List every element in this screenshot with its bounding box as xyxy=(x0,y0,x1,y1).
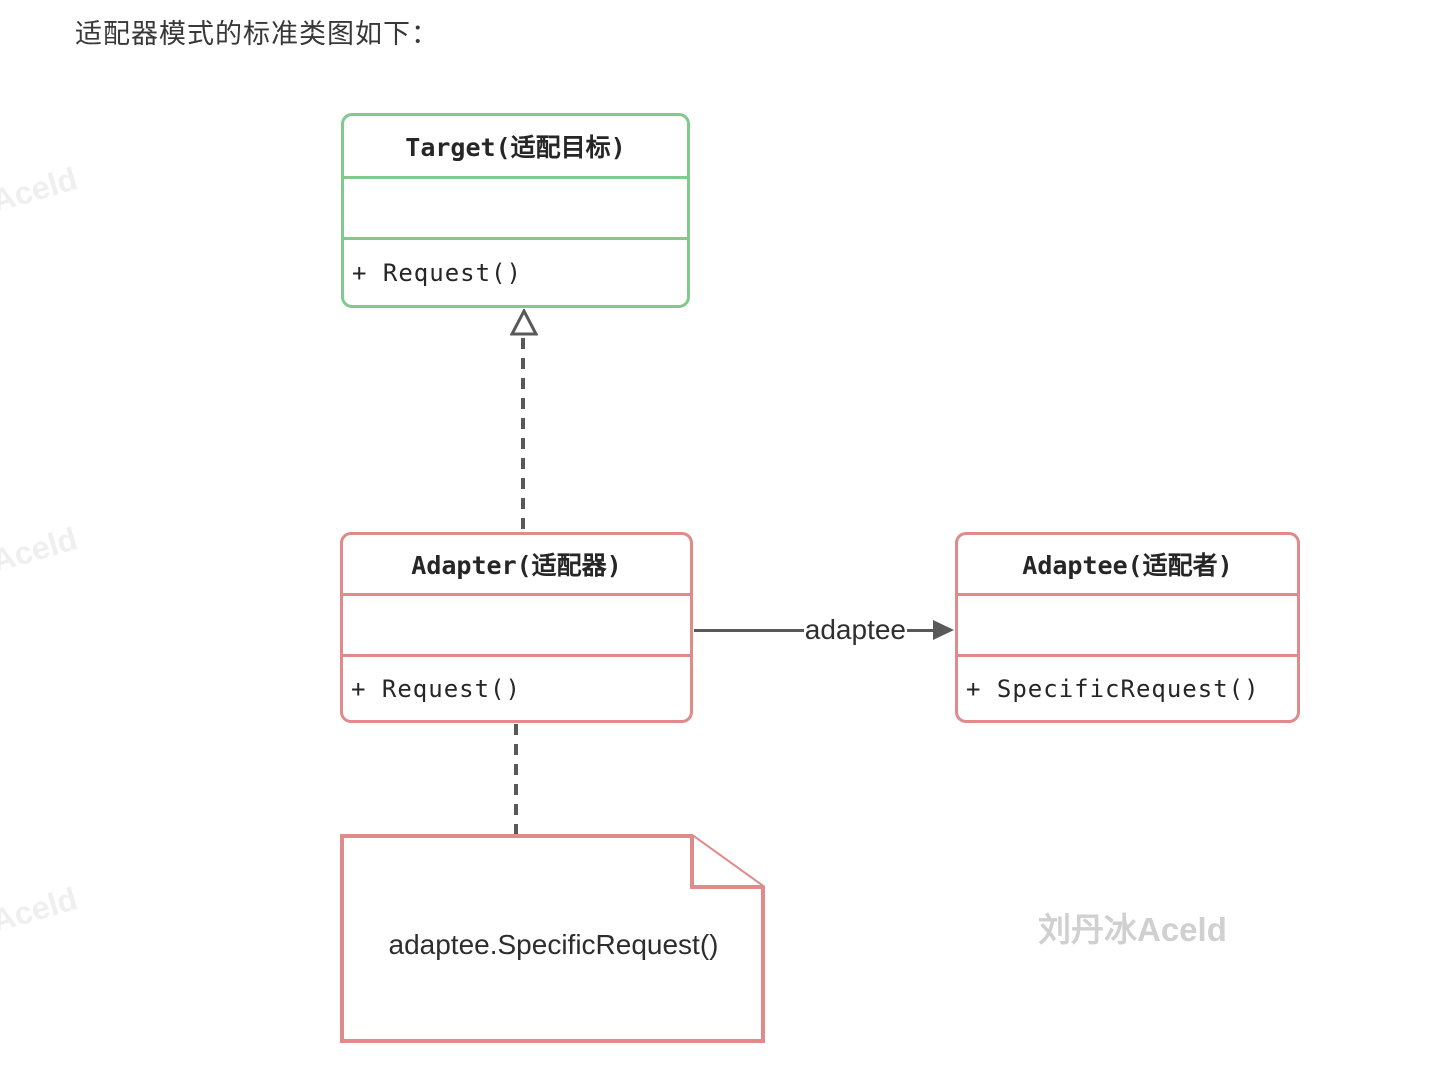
class-name-adapter: Adapter(适配器) xyxy=(411,551,622,580)
class-attributes-adapter xyxy=(343,593,690,657)
class-box-adaptee: Adaptee(适配者) + SpecificRequest() xyxy=(955,532,1300,723)
watermark-edge: 刘丹冰Aceld xyxy=(0,880,82,966)
realization-dashed-line xyxy=(521,338,525,532)
class-methods-adaptee: + SpecificRequest() xyxy=(966,674,1260,703)
watermark-edge: 刘丹冰Aceld xyxy=(0,520,82,606)
association-line xyxy=(907,628,933,632)
watermark-author: 刘丹冰Aceld xyxy=(1038,911,1227,948)
class-methods-target: + Request() xyxy=(352,258,522,287)
note-box: adaptee.SpecificRequest() xyxy=(340,834,767,1045)
class-name-adaptee: Adaptee(适配者) xyxy=(1022,551,1233,580)
class-box-target: Target(适配目标) + Request() xyxy=(341,113,690,308)
class-attributes-target xyxy=(344,176,687,240)
class-box-adapter: Adapter(适配器) + Request() xyxy=(340,532,693,723)
class-name-target: Target(适配目标) xyxy=(405,133,626,162)
note-anchor-dashed-line xyxy=(514,724,518,834)
watermark-edge: 刘丹冰Aceld xyxy=(0,160,82,246)
association-connector: adaptee xyxy=(694,614,954,646)
association-label: adaptee xyxy=(804,614,906,645)
association-arrowhead-icon xyxy=(933,620,954,640)
class-methods-adapter: + Request() xyxy=(351,674,521,703)
class-attributes-adaptee xyxy=(958,593,1297,657)
realization-arrowhead-icon xyxy=(510,309,538,336)
association-line xyxy=(694,628,804,632)
page-title: 适配器模式的标准类图如下： xyxy=(75,19,439,49)
note-shape-icon xyxy=(340,834,765,1043)
note-text: adaptee.SpecificRequest() xyxy=(388,928,719,960)
